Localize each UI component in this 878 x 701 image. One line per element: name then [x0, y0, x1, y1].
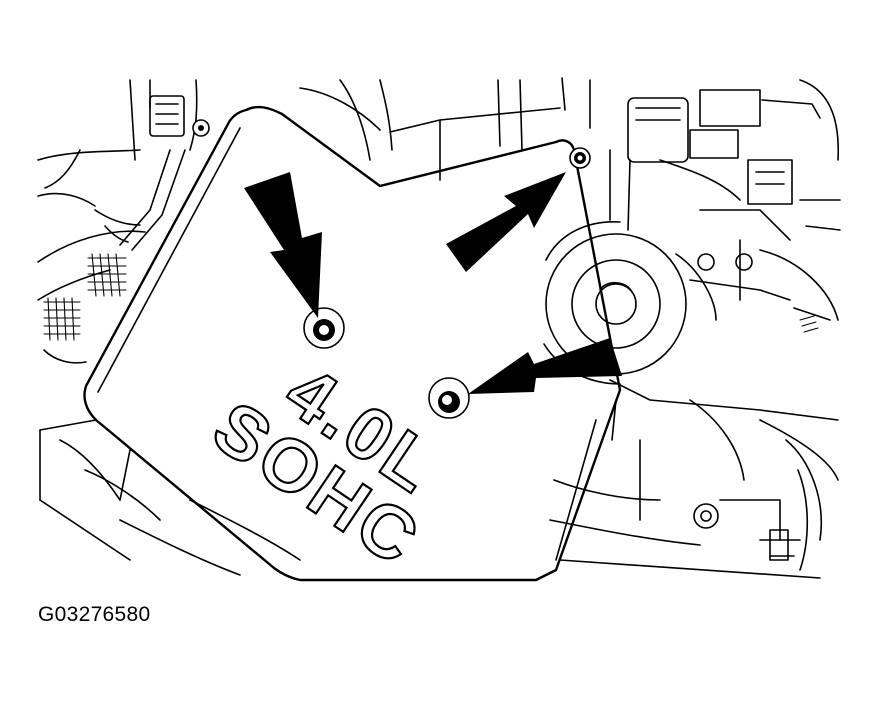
cover-marking: 4.0L SOHC	[198, 348, 455, 583]
engine-cover-plate	[39, 105, 622, 582]
bolt-center	[428, 377, 470, 419]
left-engine-components	[37, 79, 241, 576]
arrow-pointer-top	[244, 172, 322, 318]
bolt-top-right	[569, 147, 591, 169]
figure-id-label: G03276580	[38, 603, 151, 626]
bolt-upper-left	[192, 119, 210, 137]
arrow-pointer-right-upper	[446, 172, 566, 272]
right-engine-components	[299, 77, 841, 579]
bolt-top-center	[303, 307, 345, 349]
arrow-pointer-right-lower	[468, 338, 622, 394]
